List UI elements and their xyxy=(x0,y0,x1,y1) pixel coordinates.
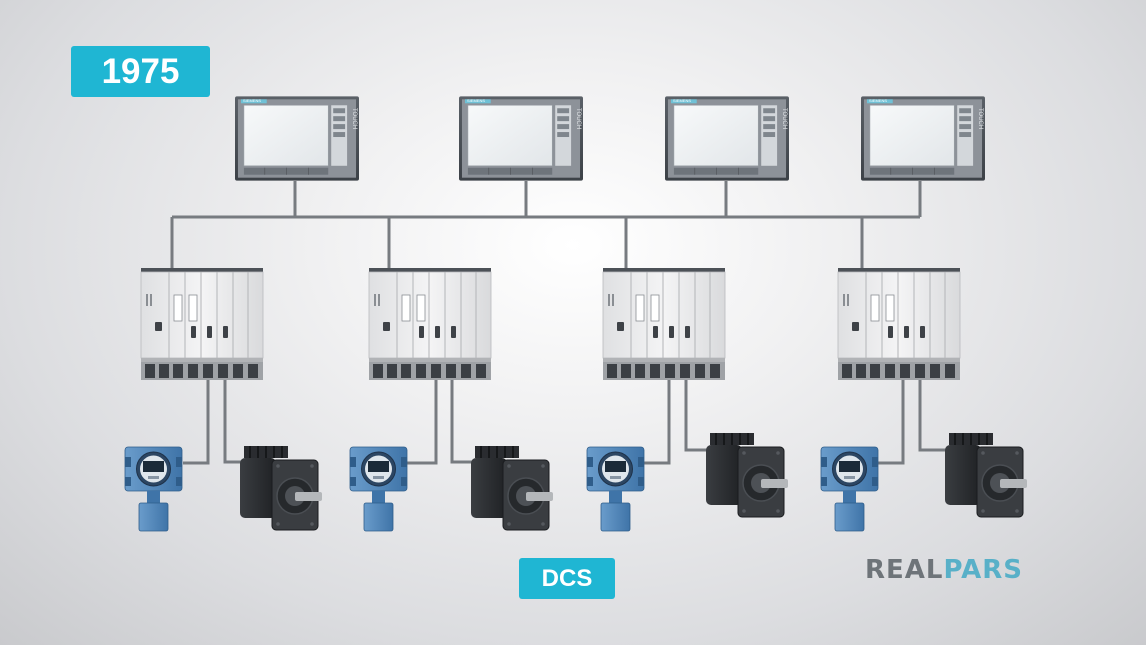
hmi-side-label: TOUCH xyxy=(575,108,581,129)
servo-motor xyxy=(470,445,554,531)
servo-motor xyxy=(239,445,323,531)
flow-transmitter xyxy=(586,446,645,532)
controller-rack xyxy=(837,267,961,381)
servo-motor xyxy=(944,432,1028,518)
flow-transmitter xyxy=(820,446,879,532)
controller-rack xyxy=(368,267,492,381)
hmi-panel: SIEMENS TOUCH xyxy=(664,95,790,182)
field-cable-transmitter xyxy=(183,380,210,465)
hmi-panel: SIEMENS TOUCH xyxy=(234,95,360,182)
system-label-badge: DCS xyxy=(519,558,615,599)
hmi-panel: SIEMENS TOUCH xyxy=(458,95,584,182)
logo-text-pars: PARS xyxy=(943,555,1024,585)
field-cable-transmitter xyxy=(875,380,905,465)
controllers xyxy=(140,267,961,381)
servo-motor xyxy=(705,432,789,518)
hmi-brand-label: SIEMENS xyxy=(243,98,261,103)
hmi-brand-label: SIEMENS xyxy=(467,98,485,103)
hmi-panel: SIEMENS TOUCH xyxy=(860,95,986,182)
year-badge: 1975 xyxy=(71,46,210,97)
hmi-side-label: TOUCH xyxy=(351,108,357,129)
field-cable-transmitter xyxy=(641,380,671,465)
controller-rack xyxy=(602,267,726,381)
hmi-side-label: TOUCH xyxy=(781,108,787,129)
field-devices xyxy=(124,432,1028,532)
logo-text-real: REAL xyxy=(865,555,944,585)
flow-transmitter xyxy=(124,446,183,532)
hmi-side-label: TOUCH xyxy=(977,108,983,129)
field-cable-transmitter xyxy=(407,380,438,465)
hmi-brand-label: SIEMENS xyxy=(869,98,887,103)
hmi-brand-label: SIEMENS xyxy=(673,98,691,103)
hmi-panels: SIEMENS TOUCH SIEMENS TOUCH SIEMENS TOUC… xyxy=(234,95,986,182)
flow-transmitter xyxy=(349,446,408,532)
controller-rack xyxy=(140,267,264,381)
